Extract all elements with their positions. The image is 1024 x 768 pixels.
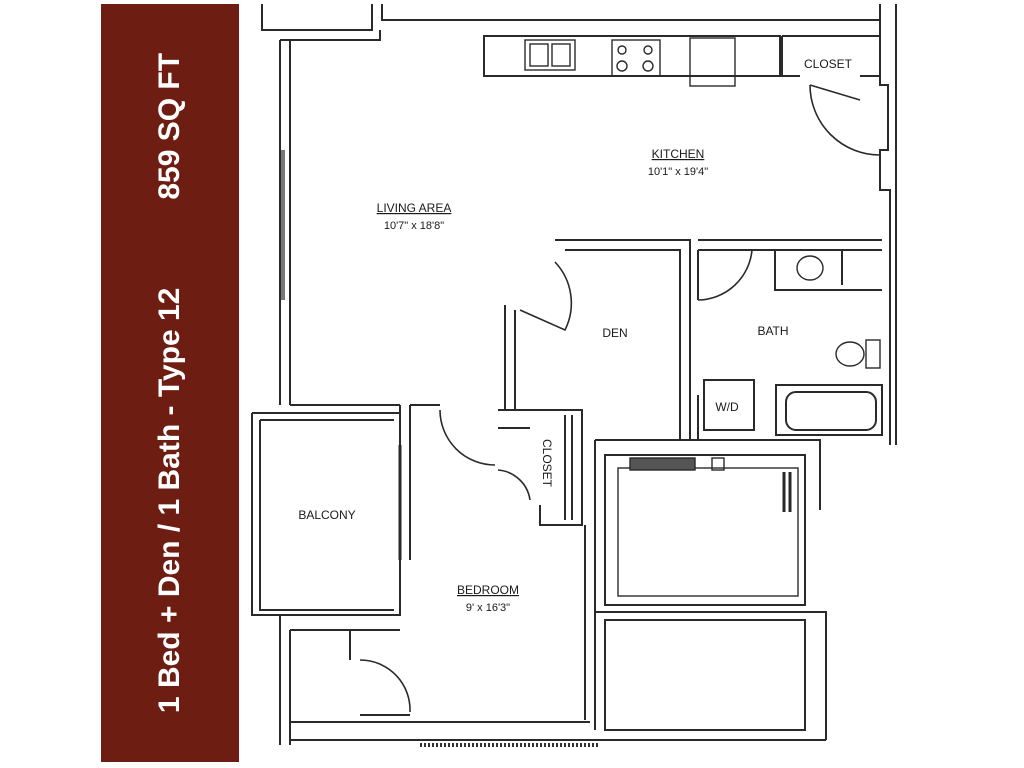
refrigerator xyxy=(689,37,736,87)
den-label: DEN xyxy=(602,326,627,340)
mechanical-unit xyxy=(617,467,799,597)
living-area-dims: 10'7" x 18'8" xyxy=(384,220,444,232)
bedroom-dims: 9' x 16'3" xyxy=(466,602,510,614)
closet-mid-walls xyxy=(498,409,583,526)
closet-top-walls xyxy=(781,35,880,77)
den-walls xyxy=(555,239,691,440)
kitchen-label: KITCHEN xyxy=(652,147,705,161)
den-door-arc xyxy=(519,261,573,332)
unit-type-title: 1 Bed + Den / 1 Bath - Type 12 xyxy=(153,287,186,714)
closet-mid-label: CLOSET xyxy=(540,439,554,488)
bedroom-label: BEDROOM xyxy=(457,583,519,597)
top-left-wall xyxy=(261,4,373,31)
right-exterior-wall xyxy=(879,20,891,445)
closet-door-arc xyxy=(809,84,881,156)
bath-label: BATH xyxy=(757,324,788,338)
utility-room xyxy=(604,454,806,606)
closet-top-label: CLOSET xyxy=(804,57,853,71)
walls xyxy=(251,4,897,745)
banner-text: 1 Bed + Den / 1 Bath - Type 12 859 SQ FT xyxy=(153,53,187,713)
top-wall xyxy=(381,4,881,21)
square-footage: 859 SQ FT xyxy=(153,52,186,200)
balcony-label: BALCONY xyxy=(298,508,355,522)
plan-title-banner: 1 Bed + Den / 1 Bath - Type 12 859 SQ FT xyxy=(101,4,239,762)
doors xyxy=(359,84,881,713)
washer-dryer-label: W/D xyxy=(715,400,739,414)
lower-room xyxy=(604,619,806,731)
bath-door-arc xyxy=(697,249,753,301)
washer-dryer xyxy=(703,379,755,431)
living-area-label: LIVING AREA xyxy=(377,201,452,215)
bedroom-door-arc xyxy=(439,409,496,466)
bath-sink xyxy=(796,255,824,281)
bath-walls xyxy=(698,239,882,251)
floor-plan: KITCHEN 10'1" x 19'4" LIVING AREA 10'7" … xyxy=(251,4,897,747)
bathtub xyxy=(775,384,883,436)
kitchen-sink xyxy=(524,39,576,71)
stove xyxy=(611,39,661,77)
fixtures xyxy=(524,37,881,597)
entry-door-arc xyxy=(359,659,411,713)
toilet xyxy=(835,341,865,367)
kitchen-dims: 10'1" x 19'4" xyxy=(648,166,708,178)
